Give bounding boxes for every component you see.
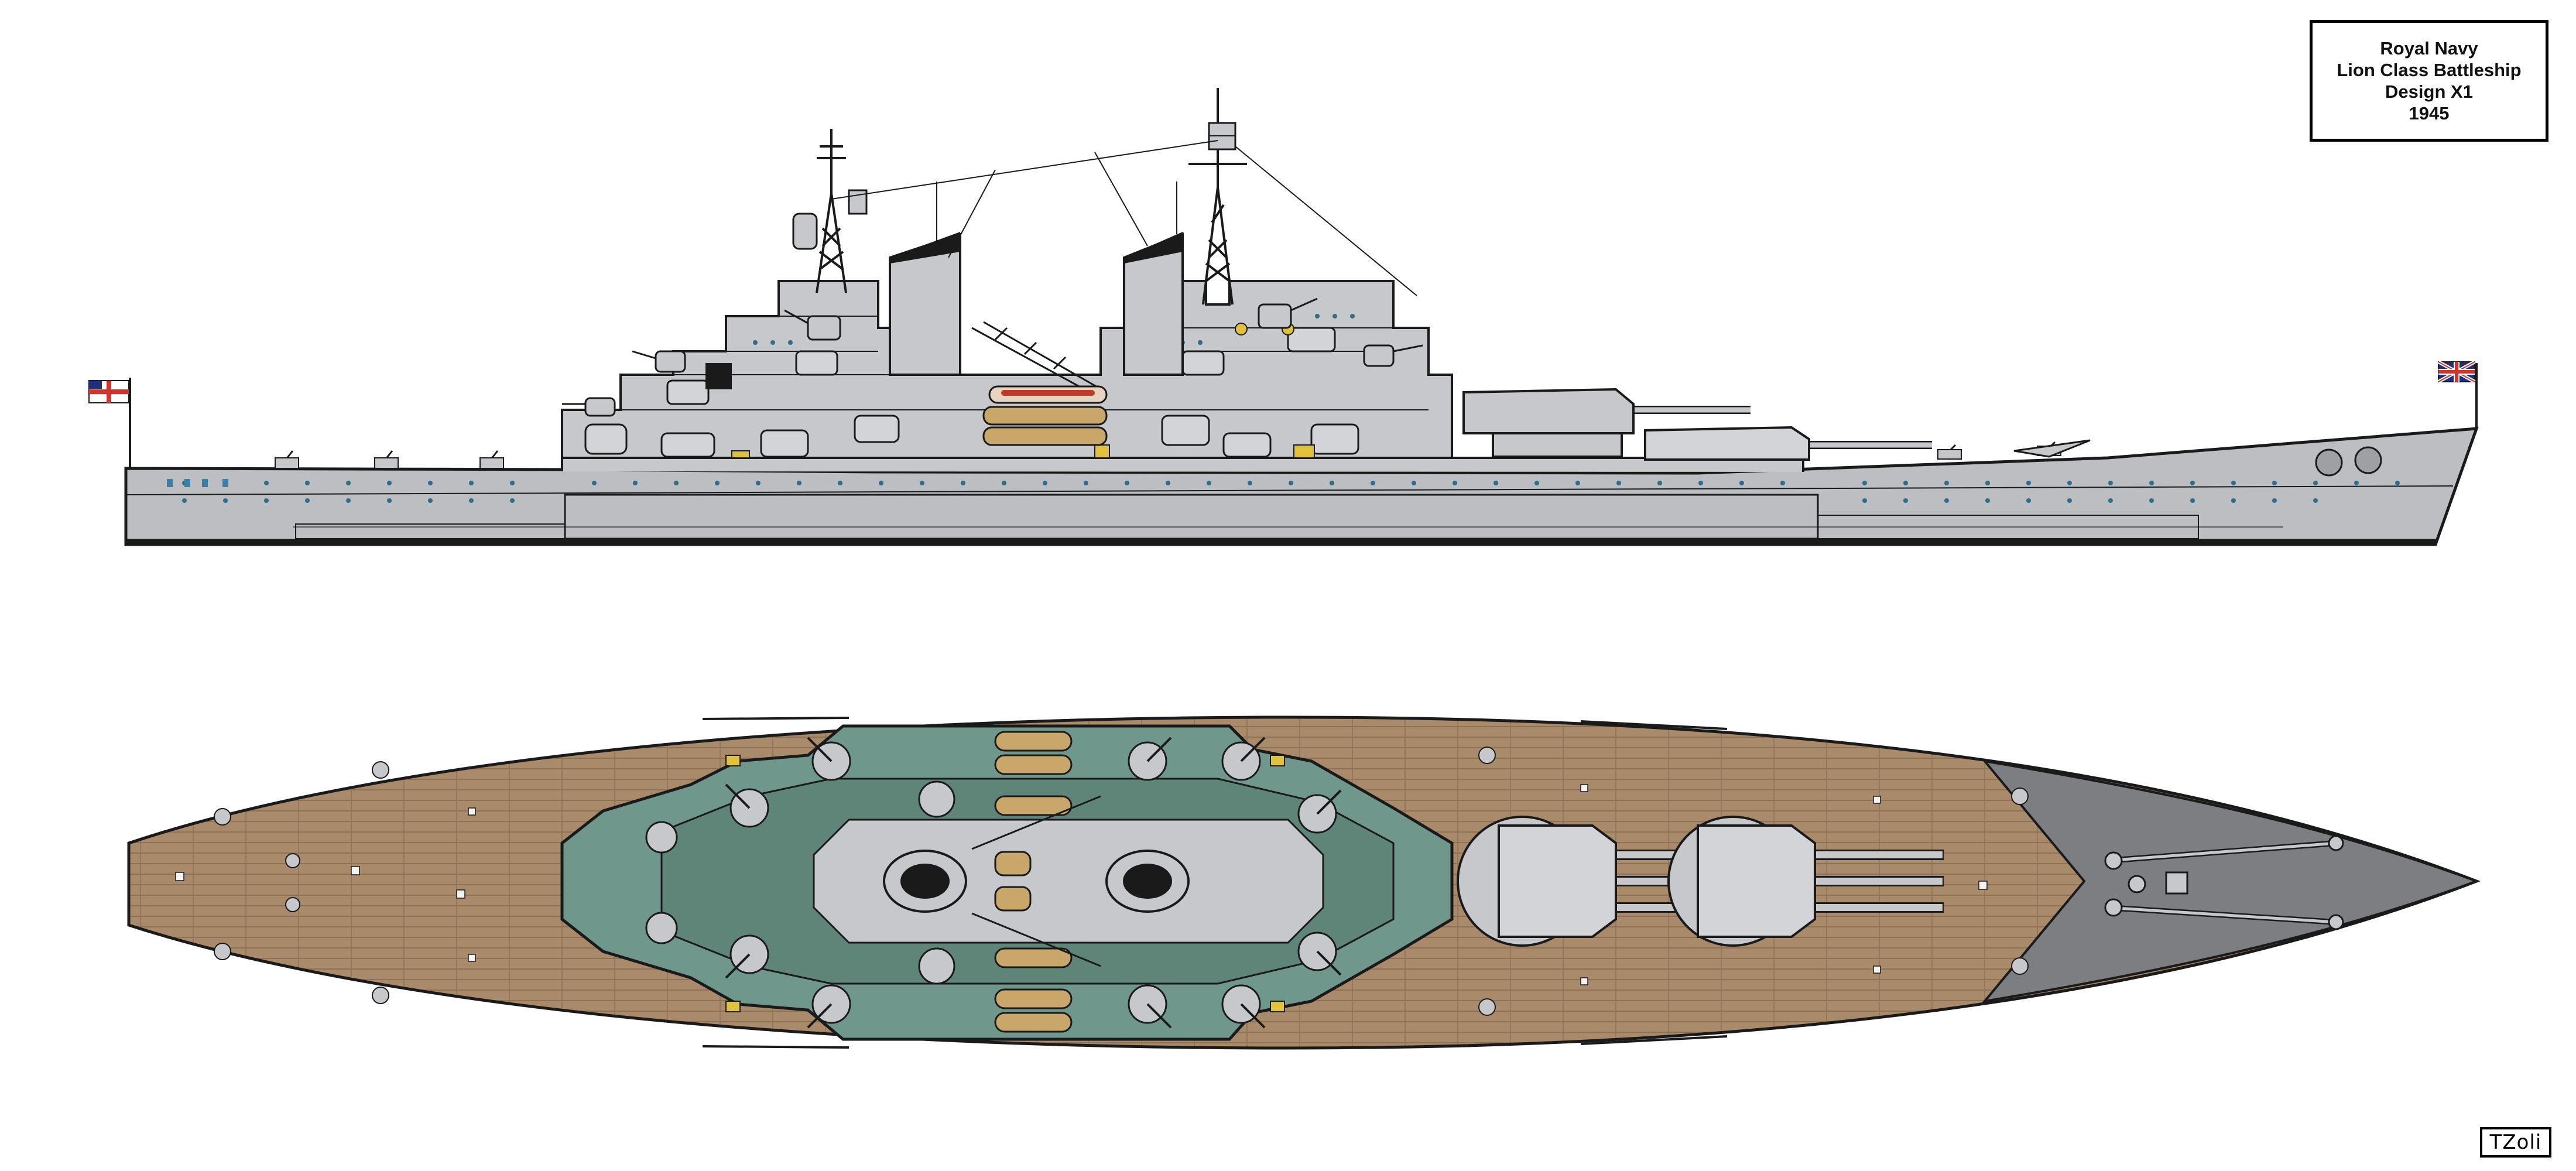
ships-boats: [982, 385, 1108, 446]
turret-a-side: [1644, 426, 1932, 461]
side-profile: [88, 88, 2479, 546]
white-ensign-flag-icon: [88, 380, 129, 403]
title-line-class: Lion Class Battleship: [2337, 60, 2522, 80]
title-line-year: 1945: [2409, 103, 2450, 124]
title-line-navy: Royal Navy: [2380, 38, 2478, 59]
fore-mast: [816, 129, 847, 293]
boats-plan: [994, 731, 1073, 1033]
turret-a-plan: [1667, 816, 1944, 947]
plan-view: [127, 715, 2481, 1050]
union-jack-flag-icon: [2437, 360, 2476, 384]
title-line-design: Design X1: [2385, 81, 2473, 102]
turret-b-side: [1462, 388, 1751, 458]
artist-signature: TZoli: [2480, 1127, 2551, 1158]
title-block: Royal Navy Lion Class Battleship Design …: [2310, 20, 2548, 142]
foredeck-plan: [1982, 759, 2480, 1003]
main-mast: [1188, 88, 1247, 305]
